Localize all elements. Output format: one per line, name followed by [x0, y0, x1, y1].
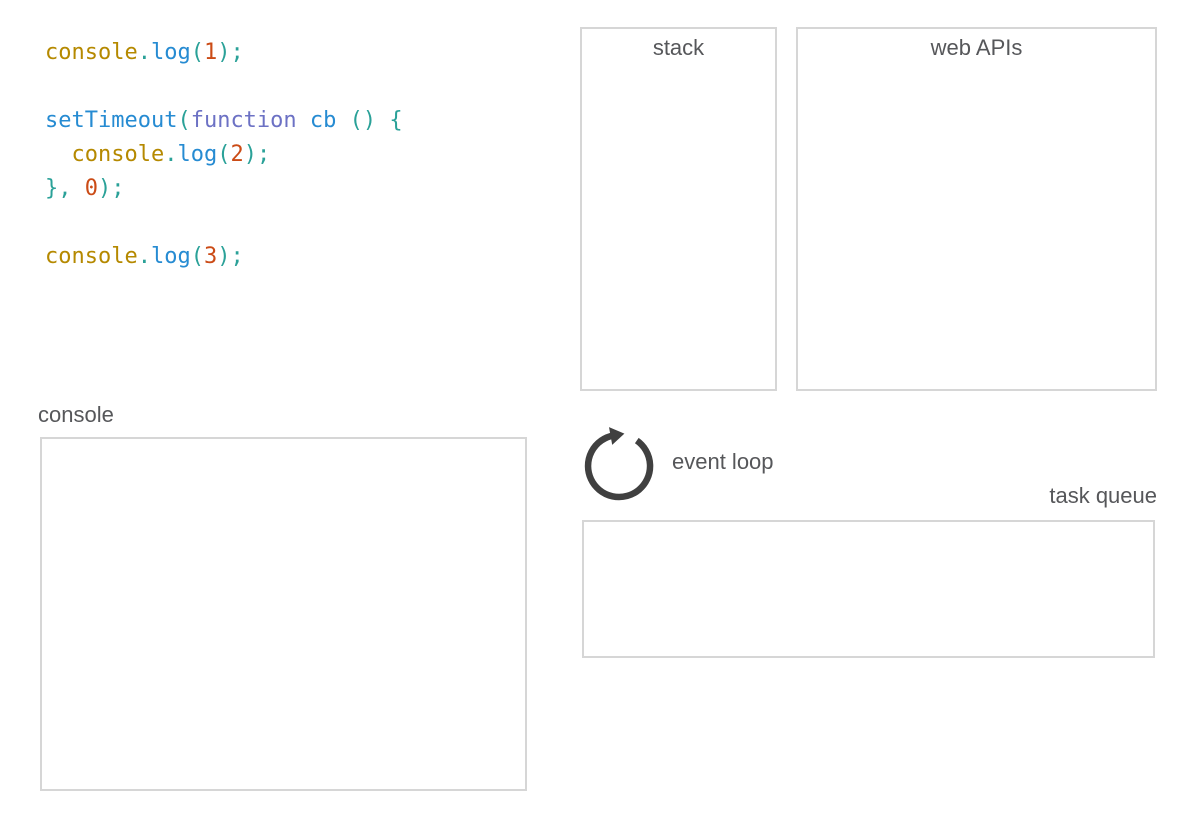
event-loop-icon — [584, 427, 654, 501]
code-line: setTimeout(function cb () { — [45, 104, 545, 138]
event-loop-label: event loop — [672, 449, 774, 474]
code-token: function — [190, 108, 297, 133]
code-token: }, — [45, 176, 85, 201]
code-token: ); — [217, 40, 244, 65]
task-queue-label: task queue — [1049, 483, 1157, 508]
code-token: ( — [190, 244, 204, 269]
code-token — [376, 108, 389, 133]
stack-label: stack — [652, 35, 705, 60]
code-token: setTimeout — [45, 108, 178, 133]
code-token: ); — [98, 176, 125, 201]
code-token: ( — [190, 40, 204, 65]
code-token: 1 — [203, 40, 218, 65]
code-token: . — [164, 142, 178, 167]
web-apis-label: web APIs — [930, 35, 1023, 60]
code-token: ( — [217, 142, 231, 167]
task-queue-panel — [582, 520, 1155, 658]
code-line: console.log(2); — [45, 138, 545, 172]
code-token: 3 — [203, 244, 218, 269]
code-line: console.log(3); — [45, 240, 545, 274]
code-token: console — [71, 142, 165, 167]
stack-panel: stack — [580, 27, 777, 391]
code-token: log — [150, 244, 191, 269]
code-token: ); — [217, 244, 244, 269]
code-token: { — [389, 108, 403, 133]
code-line: console.log(1); — [45, 36, 545, 70]
code-token: ); — [243, 142, 271, 167]
code-token — [297, 108, 310, 133]
code-token: 0 — [84, 176, 98, 201]
code-editor[interactable]: console.log(1); setTimeout(function cb (… — [45, 36, 545, 296]
code-token — [45, 142, 72, 167]
code-line — [45, 206, 545, 240]
web-apis-panel: web APIs — [796, 27, 1157, 391]
code-token: console — [45, 244, 138, 269]
code-line — [45, 70, 545, 104]
console-label: console — [38, 402, 114, 427]
code-token: 2 — [230, 142, 244, 167]
code-token: . — [137, 40, 151, 65]
code-token: ( — [177, 108, 191, 133]
code-token: cb — [309, 108, 337, 133]
code-token — [336, 108, 349, 133]
code-token: log — [150, 40, 191, 65]
code-line: }, 0); — [45, 172, 545, 206]
console-output-panel — [40, 437, 527, 791]
code-token: . — [137, 244, 151, 269]
code-token: () — [349, 108, 377, 133]
code-token: log — [177, 142, 218, 167]
code-token: console — [45, 40, 138, 65]
